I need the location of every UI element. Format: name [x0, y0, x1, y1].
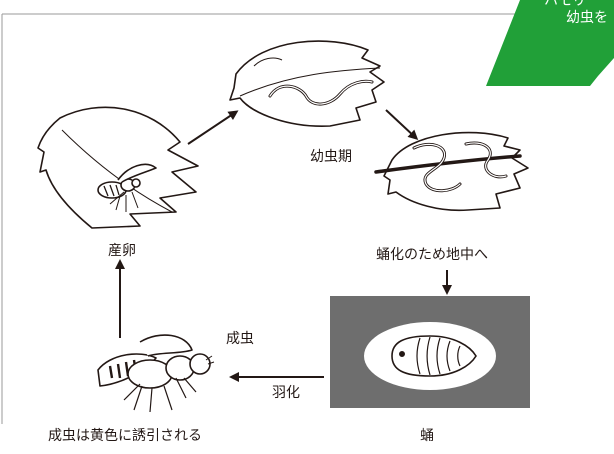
- label-pupa: 蛹: [420, 427, 434, 445]
- egg-laying-leaf-illustration: [38, 107, 198, 228]
- label-egg-laying: 産卵: [108, 242, 136, 260]
- arrow-egg-to-larva: [188, 112, 236, 144]
- corner-badge-line-2: 幼虫を: [566, 10, 608, 26]
- adult-fly-illustration: [98, 335, 214, 412]
- pupa-panel: [330, 296, 530, 408]
- label-larva: 幼虫期: [310, 148, 352, 166]
- label-adult: 成虫: [226, 330, 254, 348]
- mined-leaf-illustration: [376, 133, 528, 211]
- label-to-soil: 蛹化のため地中へ: [376, 246, 488, 264]
- corner-badge-line-1: ハモリ: [544, 0, 586, 9]
- label-emergence: 羽化: [272, 384, 300, 402]
- arrow-larva-to-mine: [386, 110, 416, 138]
- label-adult-attraction: 成虫は黄色に誘引される: [48, 427, 202, 445]
- larva-leaf-illustration: [230, 41, 384, 126]
